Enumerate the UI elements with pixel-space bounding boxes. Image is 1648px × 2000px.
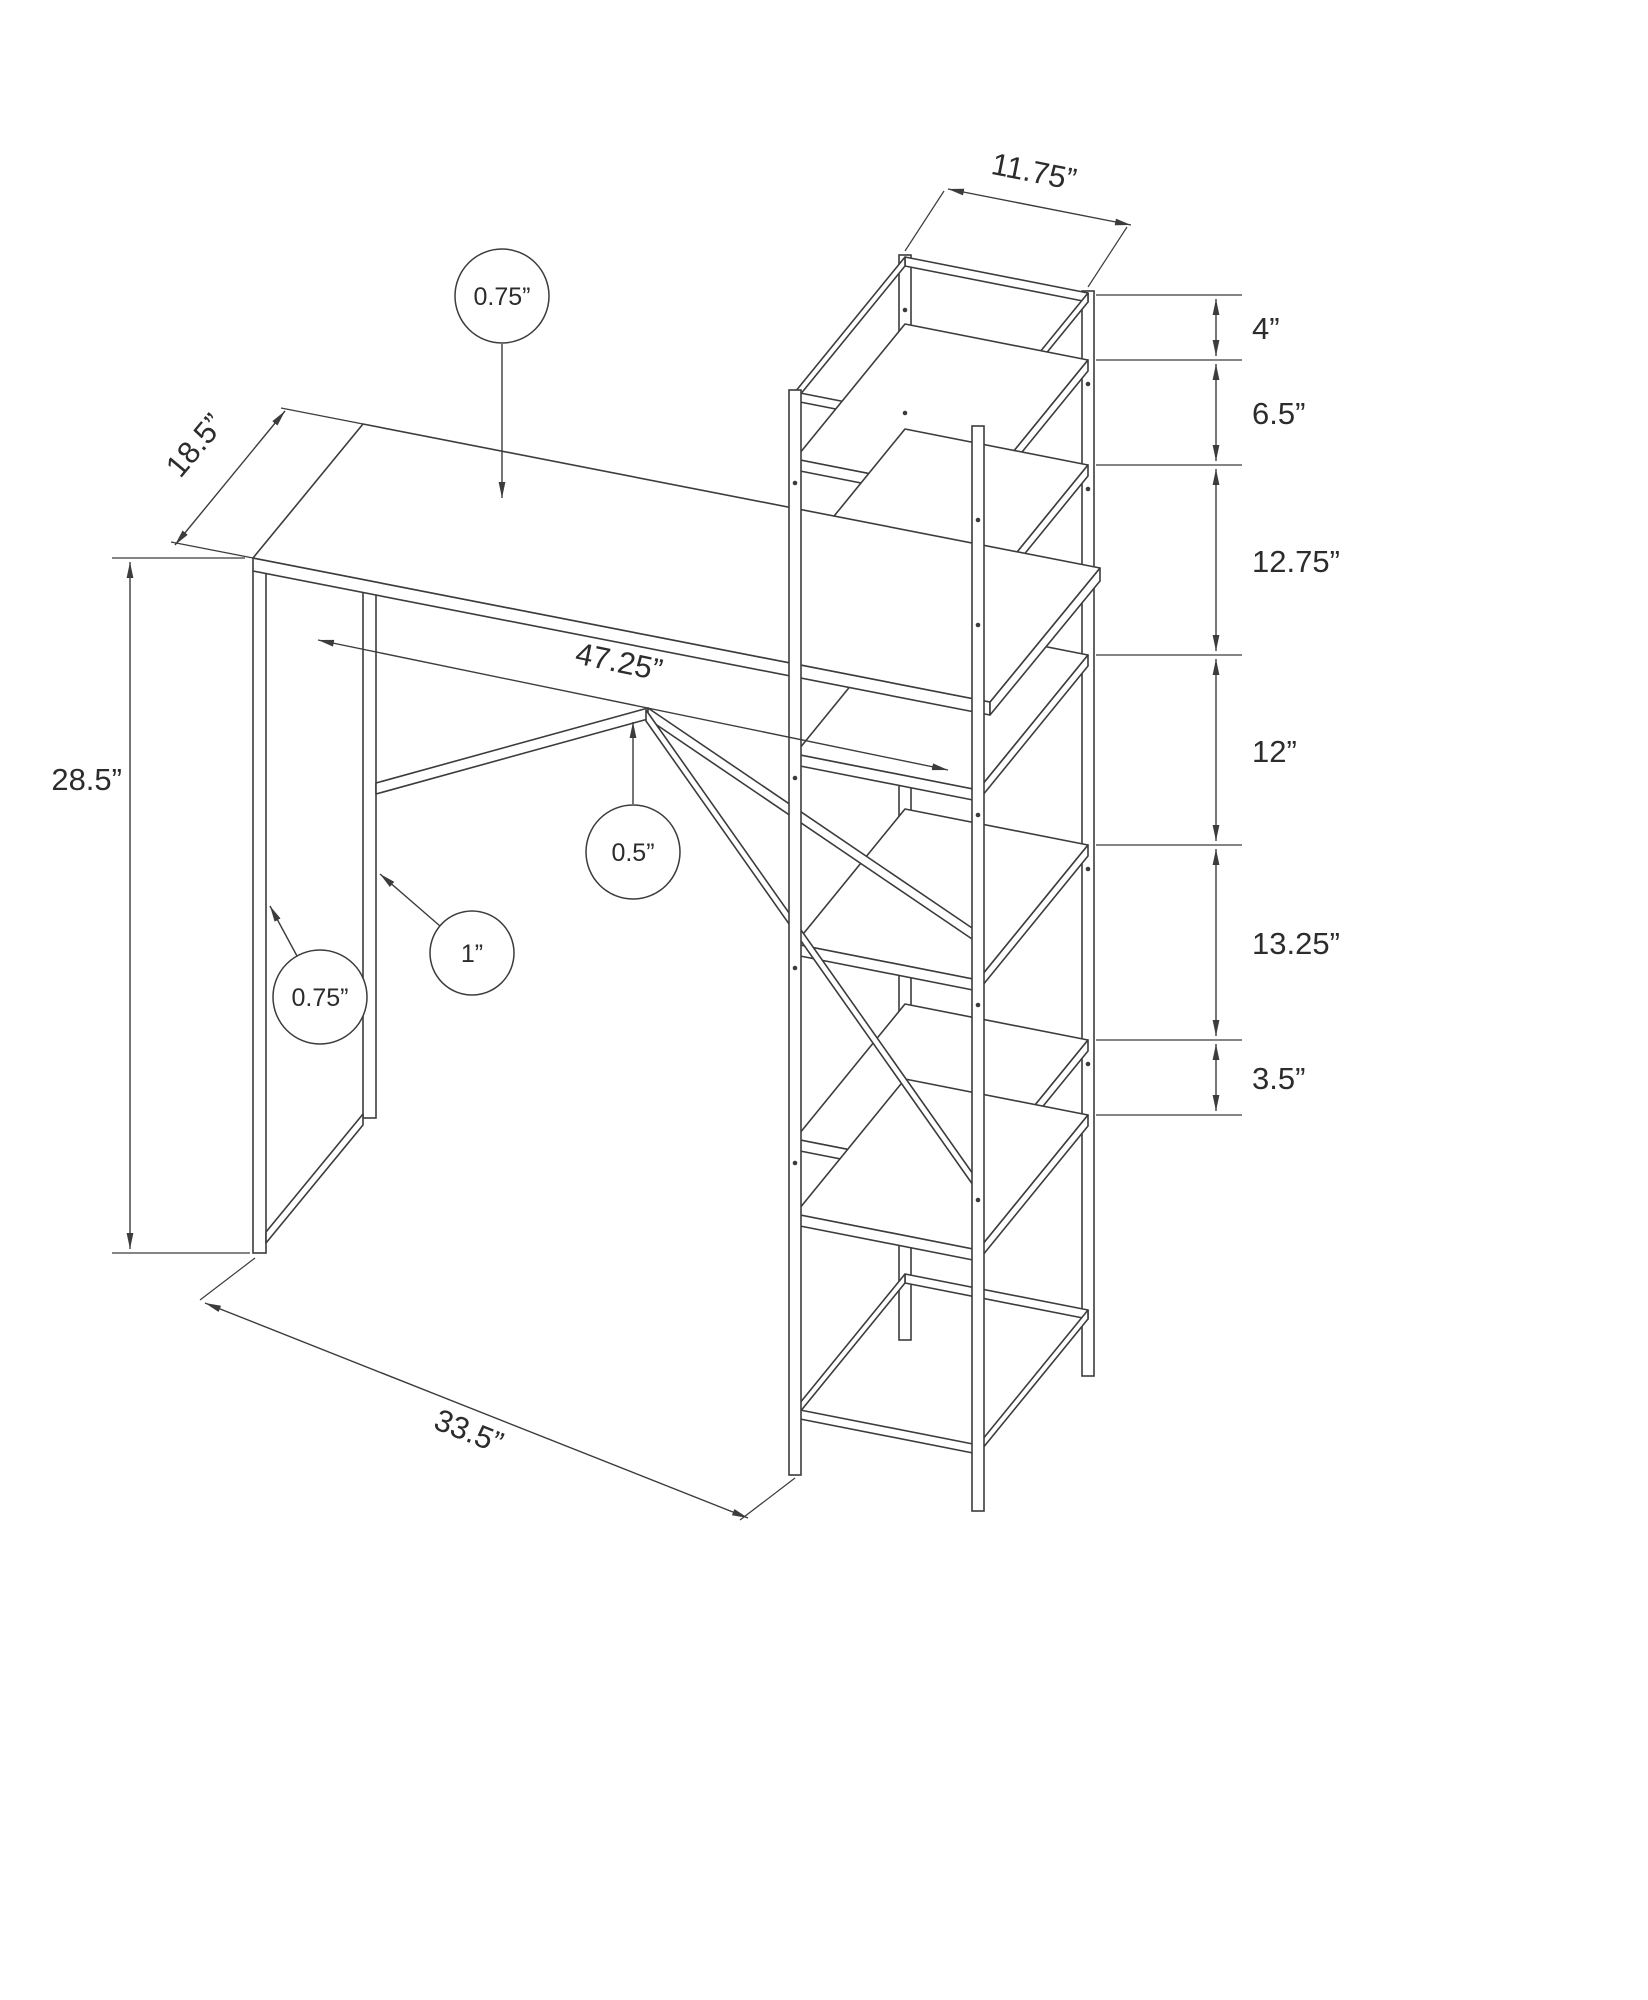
chain-seg3-label: 12.75” <box>1252 544 1340 579</box>
leader-arrow <box>269 905 298 957</box>
front-leg-thickness-label: 0.75” <box>292 984 349 1012</box>
callout-circle <box>585 804 681 900</box>
chain-seg6-label: 3.5” <box>1252 1061 1305 1096</box>
dimension-annotations: 0.75” 18.5” 11.75” <box>51 146 1340 1521</box>
chain-seg4-label: 12” <box>1252 734 1297 769</box>
dim-desk-height: 28.5” <box>51 557 250 1254</box>
dimension-arrow <box>174 410 286 546</box>
desk-side-stretcher <box>265 1113 364 1244</box>
callout-circle <box>454 248 550 344</box>
shelf-bottom-rail-right <box>977 1309 1089 1455</box>
shelf-top-rail-back <box>904 256 1089 303</box>
dim-right-chain: 4” 6.5” 12.75” 12” 13.25” 3.5” <box>1096 294 1340 1116</box>
shelf-back-right-post <box>1081 290 1095 1377</box>
shelf-top-width-label: 11.75” <box>989 146 1080 197</box>
chain-seg1-label: 4” <box>1252 311 1280 346</box>
extension-line <box>199 1257 256 1301</box>
shelf-front-right-post <box>971 425 985 1512</box>
chain-seg2-label: 6.5” <box>1252 396 1305 431</box>
screw-dot <box>902 307 908 313</box>
extension-line <box>739 1477 796 1521</box>
desk-center-rail <box>375 707 649 795</box>
chain-seg5-label: 13.25” <box>1252 926 1340 961</box>
dim-base-depth: 33.5” <box>199 1257 796 1521</box>
desktop-thickness-label: 0.75” <box>474 283 531 311</box>
dim-front-leg-thickness: 0.75” <box>269 905 368 1045</box>
screw-dot <box>975 812 981 818</box>
screw-dot <box>792 965 798 971</box>
screw-dot <box>975 517 981 523</box>
screw-dot <box>975 622 981 628</box>
shelf-bottom-rail-back <box>904 1273 1089 1320</box>
leader-arrow <box>379 873 441 927</box>
screw-dot <box>902 410 908 416</box>
dim-back-leg-thickness: 1” <box>379 873 515 996</box>
screw-dot <box>1085 381 1091 387</box>
screw-dot <box>975 1002 981 1008</box>
desk-height-label: 28.5” <box>51 762 122 797</box>
callout-circle <box>429 910 515 996</box>
dimension-arrow <box>947 188 1132 226</box>
screw-dot <box>1085 866 1091 872</box>
screw-dot <box>1085 486 1091 492</box>
dim-stretcher-thickness: 0.5” <box>585 722 681 900</box>
extension-line <box>1087 226 1128 288</box>
screw-dot <box>792 775 798 781</box>
desk-front-left-leg <box>252 570 267 1254</box>
dimension-arrow <box>204 1302 749 1519</box>
shelf-front-left-post <box>788 389 802 1476</box>
extension-line <box>904 190 945 252</box>
screw-dot <box>792 1160 798 1166</box>
base-depth-label: 33.5” <box>430 1402 509 1461</box>
screw-dot <box>975 1197 981 1203</box>
back-leg-thickness-label: 1” <box>461 940 483 968</box>
shelf-unit-back <box>794 254 1095 1455</box>
screw-dot <box>792 480 798 486</box>
shelf-bottom-rail-left <box>794 1273 906 1419</box>
shelf-bottom-rail-front <box>794 1408 979 1455</box>
extension-line <box>280 407 364 425</box>
shelf-board-4 <box>794 808 1089 992</box>
stretcher-thickness-label: 0.5” <box>611 839 654 867</box>
extension-line <box>170 541 254 559</box>
dim-desktop-thickness: 0.75” <box>454 248 550 498</box>
desk-depth-label: 18.5” <box>159 407 231 484</box>
screw-dot <box>1085 1061 1091 1067</box>
dimension-arrow <box>317 639 949 771</box>
callout-circle <box>272 949 368 1045</box>
